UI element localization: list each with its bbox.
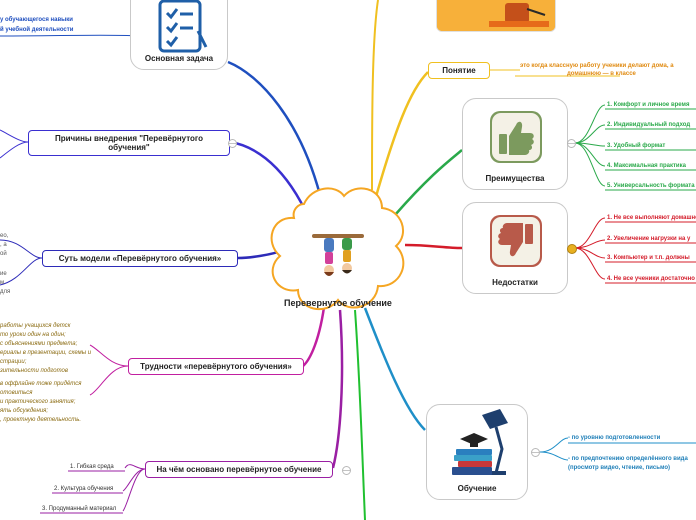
essence-text-a-3: ой xyxy=(0,251,7,257)
difficulties-text-b-1: в оффлайне тоже придётся xyxy=(0,381,82,387)
difficulties-text-b-4: ять обсуждения; xyxy=(0,408,49,414)
reasons-title-1: Причины внедрения "Перевёрнутого xyxy=(54,133,204,143)
difficulties-text-a-2: то уроки один на один; xyxy=(0,332,66,338)
learning-title: Обучение xyxy=(457,484,497,493)
concept-text-1: это когда классную работу ученики делают… xyxy=(520,63,674,69)
top-image-card xyxy=(436,0,556,32)
based-on-title: На чём основано перевёрнутое обучение xyxy=(156,464,322,474)
main-task-text-1: у обучающегося навыки xyxy=(0,17,73,23)
upside-down-kids-icon xyxy=(312,234,364,276)
based-on-collapse-icon[interactable]: — xyxy=(342,466,351,475)
disadvantages-card[interactable]: Недостатки xyxy=(462,202,568,294)
advantages-item-3: 3. Удобный формат xyxy=(607,143,666,149)
checklist-icon xyxy=(158,0,208,53)
concept-node[interactable]: Понятие xyxy=(428,62,490,79)
advantages-item-2: 2. Индивидуальный подход xyxy=(607,122,691,128)
essence-text-b-3: для xyxy=(0,289,11,295)
advantages-card[interactable]: Преимущества xyxy=(462,98,568,190)
disadvantages-warning-icon[interactable] xyxy=(567,244,577,254)
difficulties-text-a-4: ериалы в презентации, схемы и xyxy=(0,350,92,356)
difficulties-text-b-3: и практического занятия; xyxy=(0,399,76,405)
essence-node[interactable]: Суть модели «Перевёрнутого обучения» xyxy=(42,250,238,267)
disadvantages-item-1: 1. Не все выполняют домашнее xyxy=(607,215,696,221)
disadvantages-item-3: 3. Компьютер и т.п. должны xyxy=(607,255,690,261)
learning-collapse-icon[interactable]: — xyxy=(531,448,540,457)
difficulties-text-b-2: отовиться xyxy=(0,390,33,396)
learning-item-3: (просмотр видео, чтение, письмо) xyxy=(568,465,670,471)
disadvantages-item-2: 2. Увеличение нагрузки на у xyxy=(607,236,691,242)
difficulties-text-a-5: страции; xyxy=(0,359,27,365)
advantages-item-5: 5. Универсальность формата xyxy=(607,183,695,189)
reasons-title-2: обучения" xyxy=(108,143,150,152)
disadvantages-item-4: 4. Не все ученики достаточно xyxy=(607,276,695,282)
based-on-item-3: 3. Продуманный материал xyxy=(42,506,117,512)
thumbs-down-icon xyxy=(490,215,542,267)
difficulties-text-a-6: зительности подготов xyxy=(0,368,69,374)
main-task-text-2: й учебной деятельности xyxy=(0,27,74,33)
difficulties-node[interactable]: Трудности «перевёрнутого обучения» xyxy=(128,358,304,375)
essence-text-b-1: ие xyxy=(0,271,7,277)
difficulties-text-a-3: с объяснениями предмета; xyxy=(0,341,78,347)
center-title: Перевернутое обучение xyxy=(284,298,392,308)
advantages-title: Преимущества xyxy=(485,174,545,183)
thumbs-up-icon xyxy=(490,111,542,163)
center-node[interactable]: Перевернутое обучение xyxy=(264,182,412,318)
main-task-title: Основная задача xyxy=(144,54,214,63)
advantages-item-1: 1. Комфорт и личное время xyxy=(607,102,690,108)
concept-text-2: домашнюю — в классе xyxy=(567,71,636,77)
based-on-item-2: 2. Культура обучения xyxy=(54,486,114,492)
lamp-and-books-icon xyxy=(452,409,508,475)
teacher-desk-icon xyxy=(437,0,555,31)
essence-text-b-2: м xyxy=(0,280,5,286)
based-on-item-1: 1. Гибкая среда xyxy=(70,464,114,470)
main-task-card[interactable]: Основная задача xyxy=(130,0,228,70)
difficulties-text-a-1: работы учащихся детск xyxy=(0,323,71,329)
concept-title: Понятие xyxy=(442,65,476,75)
essence-text-a-2: , а xyxy=(0,242,7,248)
difficulties-text-b-5: , проектную деятельность. xyxy=(0,417,82,423)
learning-card[interactable]: Обучение xyxy=(426,404,528,500)
learning-item-1: - по уровню подготовленности xyxy=(568,435,661,441)
essence-title: Суть модели «Перевёрнутого обучения» xyxy=(58,253,222,263)
disadvantages-title: Недостатки xyxy=(492,278,538,287)
difficulties-title: Трудности «перевёрнутого обучения» xyxy=(140,361,292,371)
advantages-item-4: 4. Максимальная практика xyxy=(607,163,686,169)
reasons-collapse-icon[interactable]: — xyxy=(228,139,237,148)
learning-item-2: - по предпочтению определённого вида xyxy=(568,456,688,462)
based-on-node[interactable]: На чём основано перевёрнутое обучение xyxy=(145,461,333,478)
cloud-shape xyxy=(270,187,405,310)
essence-text-a-1: ео, xyxy=(0,233,9,239)
advantages-collapse-icon[interactable]: — xyxy=(567,139,576,148)
reasons-node[interactable]: Причины внедрения "Перевёрнутого обучени… xyxy=(28,130,230,156)
